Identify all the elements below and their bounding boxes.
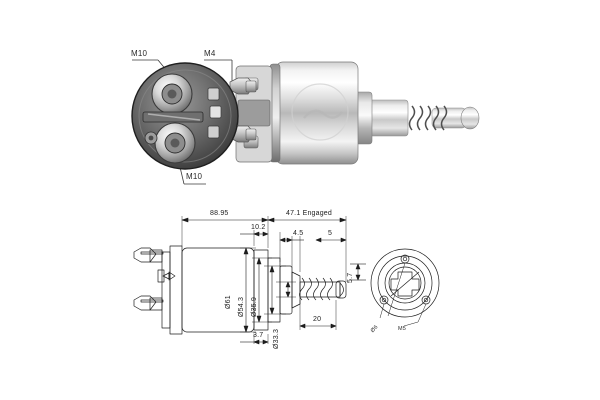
callout-m4: M4 (204, 49, 216, 58)
side-view-terminals (133, 247, 176, 311)
extension-lines (181, 216, 347, 344)
dim-5-7: 5.7 (347, 272, 354, 283)
dim-dia-33-3: Ø33.3 (273, 328, 280, 349)
end-view (370, 248, 440, 327)
dimension-lines (181, 217, 366, 345)
dim-3-7: 3.7 (253, 332, 264, 339)
dim-20: 20 (313, 316, 322, 323)
dim-dia-54-3: Ø54.3 (238, 296, 245, 317)
dim-4-5: 4.5 (293, 230, 304, 237)
dim-overall-length: 88.95 (210, 210, 229, 217)
dim-dia-35-9: Ø35.9 (251, 296, 258, 317)
dim-engaged: 47.1 Engaged (286, 210, 332, 217)
side-view-outline (161, 245, 347, 335)
photo-solenoid-body (269, 61, 359, 165)
photo-end-cap (131, 62, 239, 170)
dim-m5: M5 (398, 326, 407, 332)
dim-5: 5 (328, 230, 333, 237)
dim-10-2: 10.2 (251, 224, 266, 231)
callout-m10-bottom: M10 (186, 172, 203, 181)
callout-m10-top: M10 (131, 49, 148, 58)
dim-dia-61: Ø61 (225, 295, 232, 309)
